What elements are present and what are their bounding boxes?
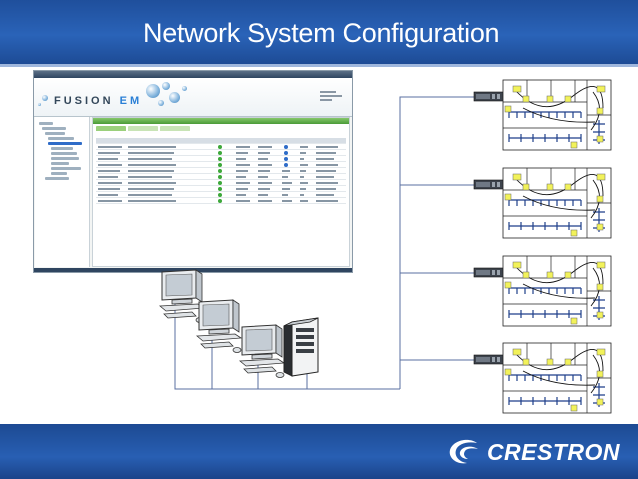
table-row: [96, 174, 346, 180]
status-ok-icon: [218, 186, 222, 191]
desktop-computer-icon: [196, 299, 242, 353]
app-tree-sidebar: [35, 117, 90, 267]
crestron-wordmark: CRESTRON: [486, 438, 620, 465]
desktop-computer-icon: [159, 269, 205, 323]
table-row: [96, 180, 346, 186]
network-switch-icon: [473, 91, 505, 102]
app-user-info: [320, 91, 342, 101]
grid-header-row: [96, 138, 346, 144]
app-data-grid: [96, 138, 346, 204]
floor-plan-icon: [502, 167, 612, 239]
table-row: [96, 156, 346, 162]
table-row: [96, 168, 346, 174]
status-ok-icon: [218, 192, 222, 197]
slide-title: Network System Configuration: [143, 18, 500, 48]
table-row: [96, 192, 346, 198]
status-ok-icon: [218, 144, 222, 149]
server-tower-icon: [283, 317, 319, 377]
network-switch-icon: [473, 354, 505, 365]
crestron-logo: CRESTRON: [447, 438, 620, 466]
status-ok-icon: [218, 162, 222, 167]
status-ok-icon: [218, 156, 222, 161]
info-icon: [284, 150, 288, 155]
network-switch-icon: [473, 179, 505, 190]
floor-plan-icon: [502, 255, 612, 327]
status-ok-icon: [218, 174, 222, 179]
table-row: [96, 186, 346, 192]
app-titlebar: [34, 71, 352, 78]
floor-plan-icon: [502, 79, 612, 151]
fusion-em-logo: FUSION EM: [54, 95, 143, 107]
info-icon: [284, 156, 288, 161]
app-main-panel: [92, 117, 350, 267]
status-ok-icon: [218, 180, 222, 185]
info-icon: [284, 144, 288, 149]
app-tabs: [96, 126, 190, 131]
desktop-computer-icon: [239, 324, 285, 378]
header-band: [0, 64, 638, 67]
info-icon: [284, 162, 288, 167]
table-row: [96, 150, 346, 156]
status-ok-icon: [218, 150, 222, 155]
crestron-swirl-icon: [449, 439, 478, 464]
fusion-em-screenshot: FUSION EM: [33, 70, 353, 273]
status-ok-icon: [218, 168, 222, 173]
floor-plan-icon: [502, 342, 612, 414]
table-row: [96, 162, 346, 168]
status-ok-icon: [218, 198, 222, 203]
network-cabling: [174, 96, 474, 390]
slide-header: Network System Configuration: [0, 0, 638, 64]
table-row: [96, 144, 346, 150]
app-panel-header: [93, 118, 349, 124]
app-banner: FUSION EM: [34, 78, 352, 117]
slide-footer: [0, 424, 638, 479]
network-switch-icon: [473, 267, 505, 278]
table-row: [96, 198, 346, 204]
